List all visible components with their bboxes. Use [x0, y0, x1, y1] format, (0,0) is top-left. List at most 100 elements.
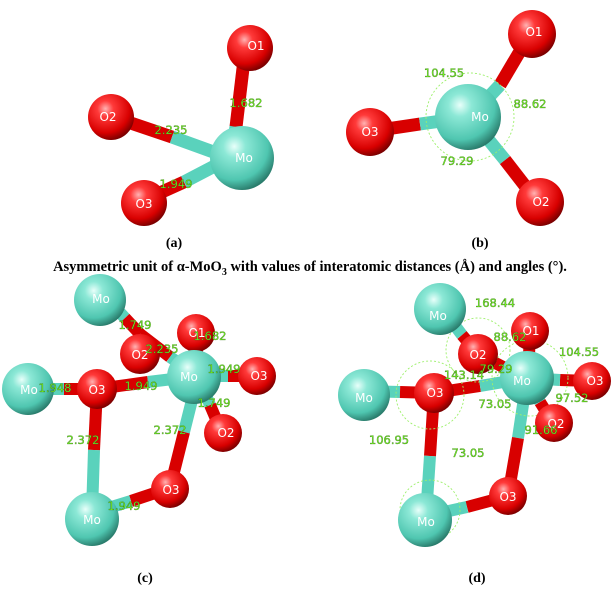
bond-length-label: 1.749 [198, 396, 231, 410]
panel-label: (d) [468, 571, 485, 586]
atom-label: Mo [429, 309, 447, 323]
atom-o3-lower: O3 [489, 477, 527, 515]
atom-label: Mo [83, 513, 101, 527]
atom-o1: O1 [511, 312, 549, 350]
atom-label: Mo [513, 374, 531, 388]
panel-label: (c) [137, 571, 153, 586]
bond-length-label: 2.235 [146, 342, 179, 356]
atom-o2-lower: O2 [535, 404, 573, 442]
atom-mo-top: Mo [414, 283, 466, 335]
bond-length-label: 2.372 [67, 433, 100, 447]
caption-text-start: Asymmetric unit of α-MoO [53, 259, 222, 275]
atom-label: O2 [469, 348, 486, 362]
atom-o3-right: O3 [238, 357, 276, 395]
bond-length-label: 1.682 [230, 96, 263, 110]
atom-label: O3 [426, 386, 443, 400]
atom-label: O3 [88, 383, 105, 397]
atom-label: O1 [247, 39, 264, 53]
atom-mo-top: Mo [74, 274, 126, 326]
bond-angle-label: 106.95 [369, 433, 409, 447]
bond-angle-label: 104.55 [559, 345, 599, 359]
bond [120, 313, 145, 339]
bond-angle-label: 143.14 [444, 368, 484, 382]
angle-arc [445, 317, 511, 383]
panel-a: O1 O2 Mo O3 1.682 2.235 1.949 (a) [88, 25, 274, 251]
bond-angle-label: 97.52 [556, 391, 589, 405]
bond-angle-label: 79.29 [480, 362, 513, 376]
bond-angle-label: 104.55 [424, 66, 464, 80]
atom-label: O2 [217, 426, 234, 440]
bond-length-label: 1.749 [119, 318, 152, 332]
angle-arc [399, 479, 461, 541]
bond-length-label: 1.949 [125, 379, 158, 393]
angle-arc [425, 72, 515, 162]
panel-label: (b) [471, 236, 488, 251]
atom-label: O2 [131, 348, 148, 362]
atom-label: Mo [355, 391, 373, 405]
atom-o2-lower: O2 [204, 414, 242, 452]
atom-label: Mo [235, 151, 253, 165]
atom-o3: O3 [346, 108, 394, 156]
atom-o2: O2 [458, 334, 498, 374]
atom-o3: O3 [121, 180, 167, 226]
atom-label: O3 [135, 197, 152, 211]
angle-arc [395, 360, 465, 430]
bond-angle-label: 73.05 [479, 397, 512, 411]
atom-label: O3 [586, 374, 603, 388]
atom-o3-left: O3 [414, 373, 454, 413]
atom-mo-bottom: Mo [65, 492, 119, 546]
panel-c: Mo O1 O2 Mo O3 Mo O3 O2 [2, 274, 276, 586]
atom-mo-bottom: Mo [398, 493, 452, 547]
atom-label: O3 [361, 125, 378, 139]
atom-label: O3 [250, 369, 267, 383]
atom-o1: O1 [508, 10, 556, 58]
bond [229, 59, 251, 128]
atom-o2: O2 [120, 334, 160, 374]
bond-angle-label: 73.05 [452, 446, 485, 460]
atom-mo-left: Mo [338, 369, 390, 421]
atom-label: Mo [417, 515, 435, 529]
atom-label: Mo [20, 383, 38, 397]
atom-label: O1 [525, 25, 542, 39]
atom-label: O2 [547, 417, 564, 431]
atom-mo-left: Mo [2, 363, 54, 415]
atom-mo: Mo [435, 84, 501, 150]
atom-o1: O1 [227, 25, 273, 71]
panel-d: Mo O1 O2 Mo O3 Mo O3 O2 [338, 283, 611, 586]
bond-length-label: 1.949 [160, 177, 193, 191]
caption-text-end: with values of interatomic distances (Å)… [227, 259, 567, 275]
bond-angle-label: 91.66 [525, 423, 558, 437]
bond-angle-label: 88.62 [494, 330, 527, 344]
atom-label: O1 [522, 324, 539, 338]
atom-label: Mo [471, 110, 489, 124]
atom-mo-center: Mo [167, 350, 221, 404]
atom-label: O3 [499, 490, 516, 504]
bond-angle-label: 79.29 [441, 154, 474, 168]
figure-caption: Asymmetric unit of α-MoO3 with values of… [53, 259, 567, 278]
atom-label: O2 [99, 110, 116, 124]
atom-mo: Mo [210, 126, 274, 190]
atom-o2: O2 [88, 94, 134, 140]
caption-subscript: 3 [222, 267, 227, 278]
atom-o3-lower: O3 [151, 470, 189, 508]
atom-label: O1 [188, 326, 205, 340]
atom-o3-left: O3 [77, 369, 117, 409]
panel-label: (a) [166, 236, 183, 251]
atom-label: O2 [532, 195, 549, 209]
angle-arc [491, 339, 569, 417]
atom-o2: O2 [516, 178, 564, 226]
bond-length-label: 2.372 [154, 423, 187, 437]
bond-angle-label: 88.62 [514, 97, 547, 111]
bond-length-label: 1.682 [194, 329, 227, 343]
atom-mo-center: Mo [500, 351, 554, 405]
atom-o1: O1 [177, 314, 215, 352]
bond-length-label: 1.949 [208, 362, 241, 376]
bond-length-label: 1.948 [39, 381, 72, 395]
panel-b: O1 O3 Mo O2 104.55 88.62 79.29 (b) [346, 10, 564, 251]
atom-label: Mo [180, 370, 198, 384]
atom-label: Mo [92, 292, 110, 306]
atom-o3-right: O3 [573, 362, 611, 400]
atom-label: O3 [162, 483, 179, 497]
bond-angle-label: 168.44 [475, 296, 515, 310]
